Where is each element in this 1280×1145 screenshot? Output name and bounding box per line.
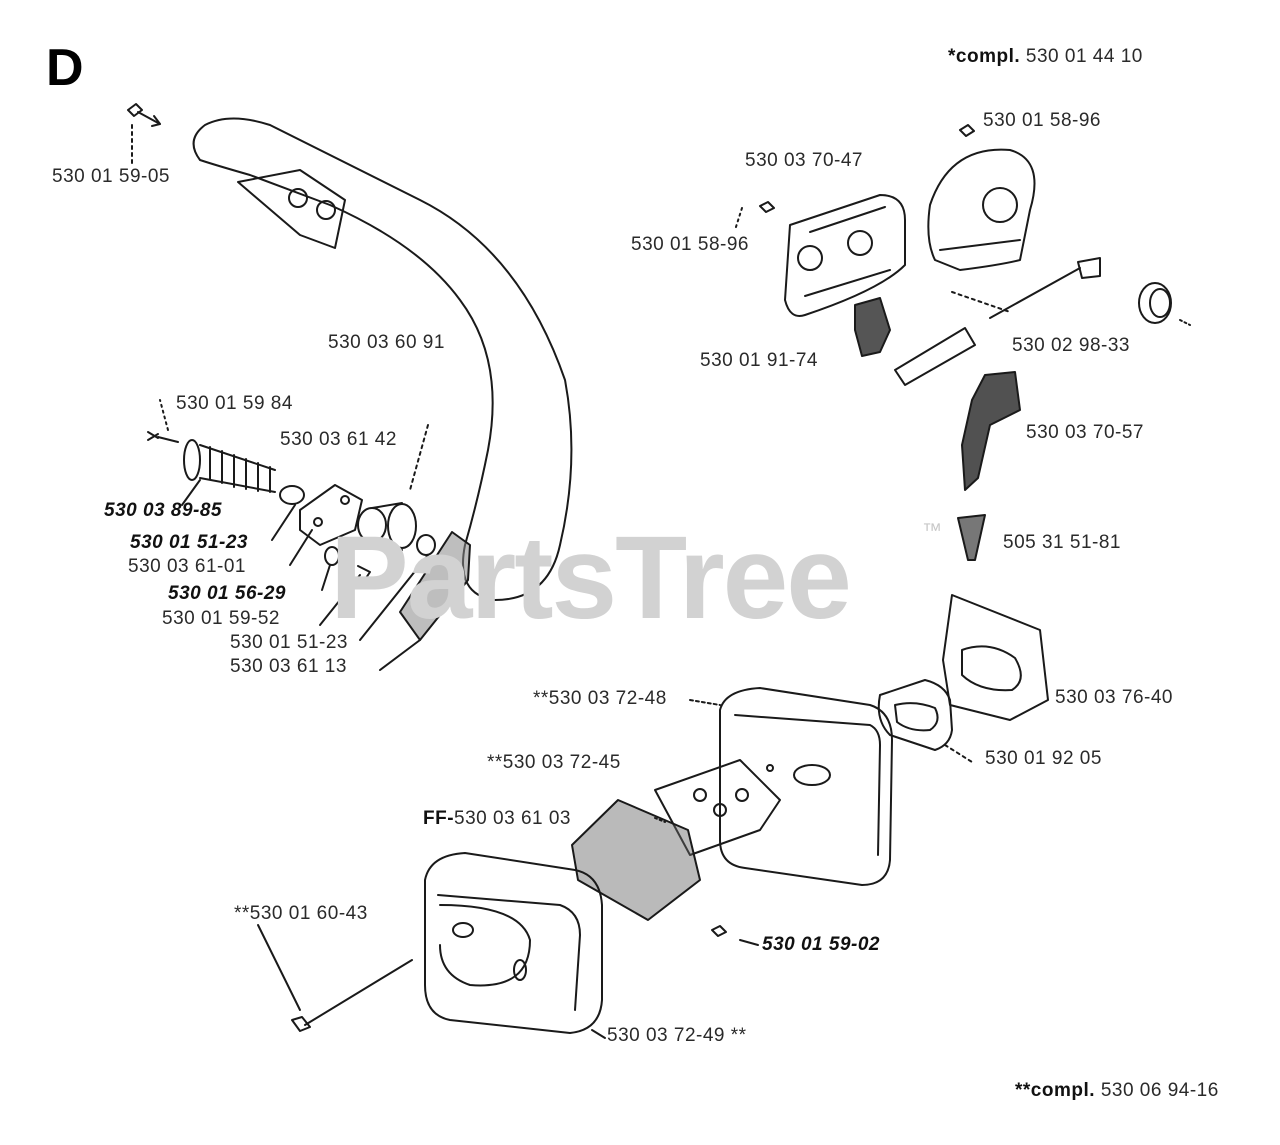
compl-bottom-prefix: **compl. (1015, 1080, 1096, 1101)
watermark-trademark: ™ (922, 520, 942, 542)
part-label: 530 03 61-01 (128, 556, 246, 577)
bushing-drawing (357, 502, 417, 551)
part-label: 530 03 61 42 (280, 429, 397, 450)
part-label: 530 01 58-96 (631, 234, 749, 255)
muffler-cover-drawing (424, 852, 603, 1034)
part-label: 530 03 61 13 (230, 656, 347, 677)
washer-drawing (279, 485, 305, 505)
part-label: 530 01 51-23 (230, 632, 348, 653)
part-label: 530 01 59 84 (176, 393, 293, 414)
part-label: 530 02 98-33 (1012, 335, 1130, 356)
rubber-pad-drawing (399, 531, 471, 641)
part-label: 530 03 76-40 (1055, 687, 1173, 708)
spring-assembly-drawing (147, 431, 276, 493)
part-label: **530 01 60-43 (234, 903, 368, 924)
compl-top-number: 530 01 44 10 (1025, 46, 1143, 67)
section-letter: D (46, 39, 84, 97)
heat-shield-drawing (942, 594, 1049, 721)
part-label: 530 01 51-23 (130, 532, 248, 553)
spark-arrestor-screen-drawing (571, 799, 701, 921)
muffler-housing-drawing (719, 687, 893, 886)
part-label: 530 03 72-49 ** (607, 1025, 747, 1046)
ff-prefix: FF- (423, 808, 455, 829)
muffler-baffle-drawing (654, 759, 781, 856)
part-label-ff: FF-530 03 61 03 (423, 808, 571, 830)
compl-bottom: **compl. 530 06 94-16 (1015, 1080, 1219, 1102)
part-label: 505 31 51-81 (1003, 532, 1121, 553)
watermark: PartsTree (330, 512, 852, 644)
part-label: 530 01 59-52 (162, 608, 280, 629)
part-label: 530 03 60 91 (328, 332, 445, 353)
chain-catcher-drawing (854, 297, 891, 357)
part-label: 530 03 70-57 (1026, 422, 1144, 443)
part-label: **530 03 72-48 (533, 688, 667, 709)
part-label: 530 01 58-96 (983, 110, 1101, 131)
part-label: 530 03 89-85 (104, 500, 222, 521)
part-label: 530 01 59-05 (52, 166, 170, 187)
part-label: 530 01 91-74 (700, 350, 818, 371)
clutch-cover-drawing (927, 148, 1036, 271)
part-label: 530 01 56-29 (168, 583, 286, 604)
part-label: 530 01 59-02 (762, 934, 880, 955)
screw-530-01-59-05-drawing (127, 103, 161, 127)
compl-top-prefix: *compl. (948, 46, 1021, 67)
compl-top: *compl. 530 01 44 10 (948, 46, 1143, 68)
bar-plate-drawing (784, 194, 906, 317)
ff-number: 530 03 61 03 (454, 808, 571, 829)
nut-drawing (1138, 282, 1172, 324)
filter-cone-drawing (957, 514, 986, 561)
part-label: **530 03 72-45 (487, 752, 621, 773)
oil-pump-lever-drawing (961, 371, 1021, 491)
part-label: 530 01 92 05 (985, 748, 1102, 769)
muffler-gasket-drawing (877, 679, 953, 751)
muffler-bolt-drawing (291, 959, 413, 1032)
compl-bottom-number: 530 06 94-16 (1100, 1080, 1219, 1101)
tensioner-screw-drawing (894, 257, 1101, 386)
part-label: 530 03 70-47 (745, 150, 863, 171)
flange-530-03-61-42-drawing (299, 484, 363, 546)
